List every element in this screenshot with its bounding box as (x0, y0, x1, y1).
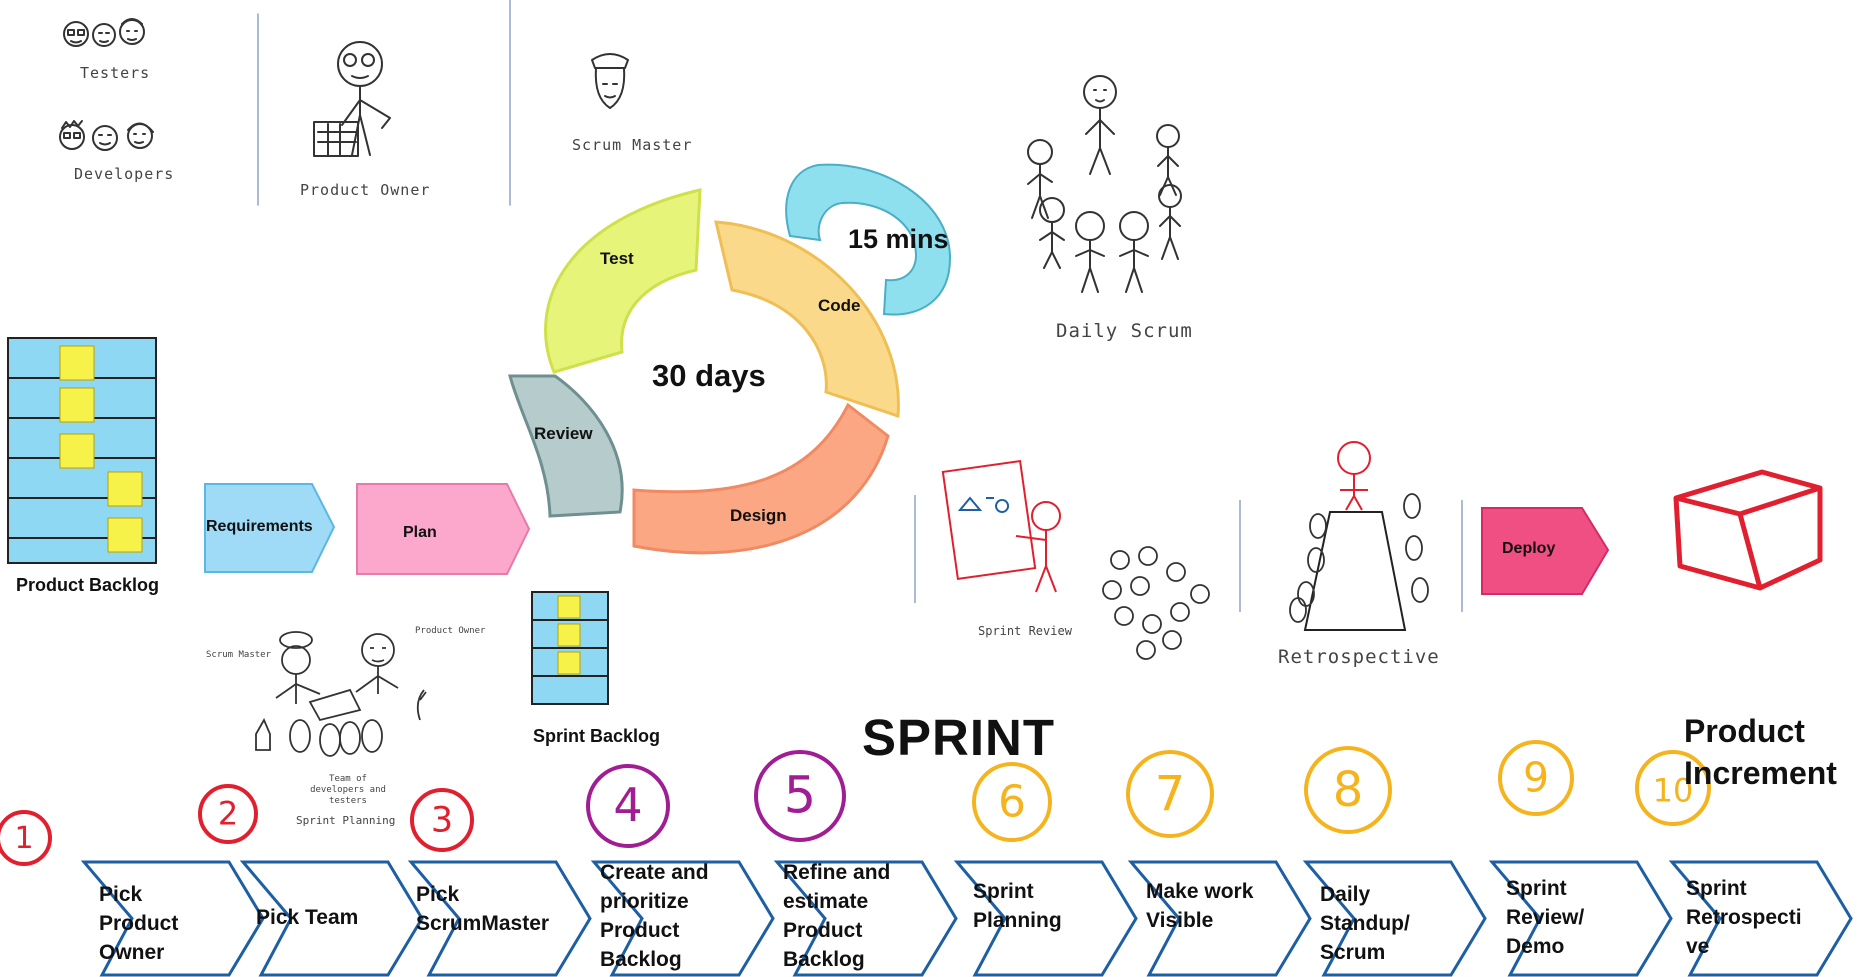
scrum-master-label: Scrum Master (572, 136, 693, 154)
step-chevron (590, 860, 775, 977)
step-number-circle (1126, 750, 1214, 838)
timer-ring (785, 163, 952, 316)
design-label: Design (730, 506, 787, 525)
product-owner-icon (313, 41, 391, 157)
step-number-circle (1498, 740, 1574, 816)
step-chevron (1488, 860, 1673, 977)
test-segment (544, 188, 702, 374)
step-chevron (773, 860, 958, 977)
product-increment-label: Product Increment (1684, 713, 1837, 791)
step-number: 4 (613, 778, 642, 832)
step-arrows (80, 860, 1853, 977)
step-numbers: 1 2 3 4 5 6 7 8 9 10 (0, 740, 1711, 866)
sprint-planning-label: Sprint Planning (296, 814, 396, 827)
step-number: 9 (1523, 754, 1549, 802)
scrum-master-icon (591, 53, 629, 109)
step-label: Pick Product Owner (99, 883, 179, 964)
plan-arrow (356, 483, 531, 575)
step-number-circle (410, 788, 474, 852)
step-label: Make work Visible (1146, 880, 1254, 932)
retrospective-sketch (1239, 441, 1463, 631)
step-number-circle (754, 750, 846, 842)
step-label: Create and prioritize Product Backlog (600, 861, 709, 971)
step-number-circle (0, 810, 52, 866)
testers-label: Testers (80, 64, 151, 82)
step-number-circle (198, 784, 258, 844)
step-number-circle (972, 762, 1052, 842)
sprint-review-label: Sprint Review (978, 624, 1072, 638)
step-number: 2 (218, 795, 238, 833)
review-label: Review (534, 424, 593, 443)
step-number: 6 (998, 776, 1026, 827)
testers-icon (63, 18, 145, 47)
developers-label: Developers (74, 165, 175, 183)
step-label: Sprint Planning (973, 880, 1062, 932)
plan-label: Plan (403, 524, 437, 541)
review-segment (508, 374, 624, 518)
step-chevron (953, 860, 1138, 977)
step-number: 7 (1155, 766, 1186, 822)
step-label: Refine and estimate Product Backlog (783, 861, 891, 971)
sprint-planning-sketch (255, 631, 427, 757)
step-number-circle (1304, 746, 1392, 834)
step-label: Sprint Retrospecti ve (1686, 877, 1802, 958)
deploy-label: Deploy (1502, 540, 1556, 557)
sprint-review-sketch (914, 459, 1210, 660)
product-backlog-board (7, 337, 157, 564)
step-chevron (239, 860, 424, 977)
step-number: 5 (784, 767, 816, 826)
step-chevron (1302, 860, 1487, 977)
product-backlog-label: Product Backlog (16, 575, 160, 595)
sprint-backlog-board (531, 591, 609, 705)
step-label: Pick Team (256, 906, 359, 929)
code-label: Code (818, 296, 861, 315)
design-segment (632, 402, 890, 555)
step-chevron (80, 860, 265, 977)
requirements-label: Requirements (206, 518, 313, 535)
planning-scrum-master-label: Scrum Master (206, 650, 272, 660)
planning-product-owner-label: Product Owner (415, 626, 486, 636)
step-chevron (407, 860, 592, 977)
step-number: 1 (14, 821, 33, 856)
timer-label: 15 mins (848, 224, 949, 254)
step-number-circle (586, 764, 670, 848)
planning-team-label: Team of developers and testers (310, 774, 386, 806)
retrospective-label: Retrospective (1278, 646, 1440, 668)
daily-scrum-icon (1027, 75, 1182, 293)
product-owner-label: Product Owner (300, 181, 431, 199)
step-chevron (1668, 860, 1853, 977)
step-number: 10 (1653, 772, 1694, 810)
step-label: Sprint Review/ Demo (1506, 877, 1585, 958)
cycle-duration: 30 days (652, 358, 766, 393)
step-number: 3 (431, 800, 453, 840)
step-label: Daily Standup/ Scrum (1320, 883, 1410, 964)
step-number: 8 (1333, 762, 1364, 818)
deploy-arrow (1481, 507, 1610, 595)
step-chevron (1127, 860, 1312, 977)
product-increment-cube (1673, 469, 1823, 591)
step-label: Pick ScrumMaster (416, 883, 550, 935)
requirements-arrow (204, 483, 336, 573)
sprint-title: SPRINT (862, 709, 1056, 766)
test-label: Test (600, 249, 634, 268)
developers-icon (59, 120, 154, 151)
step-number-circle (1635, 750, 1711, 826)
daily-scrum-label: Daily Scrum (1056, 320, 1193, 342)
code-segment (714, 220, 900, 419)
sprint-backlog-label: Sprint Backlog (533, 726, 661, 746)
